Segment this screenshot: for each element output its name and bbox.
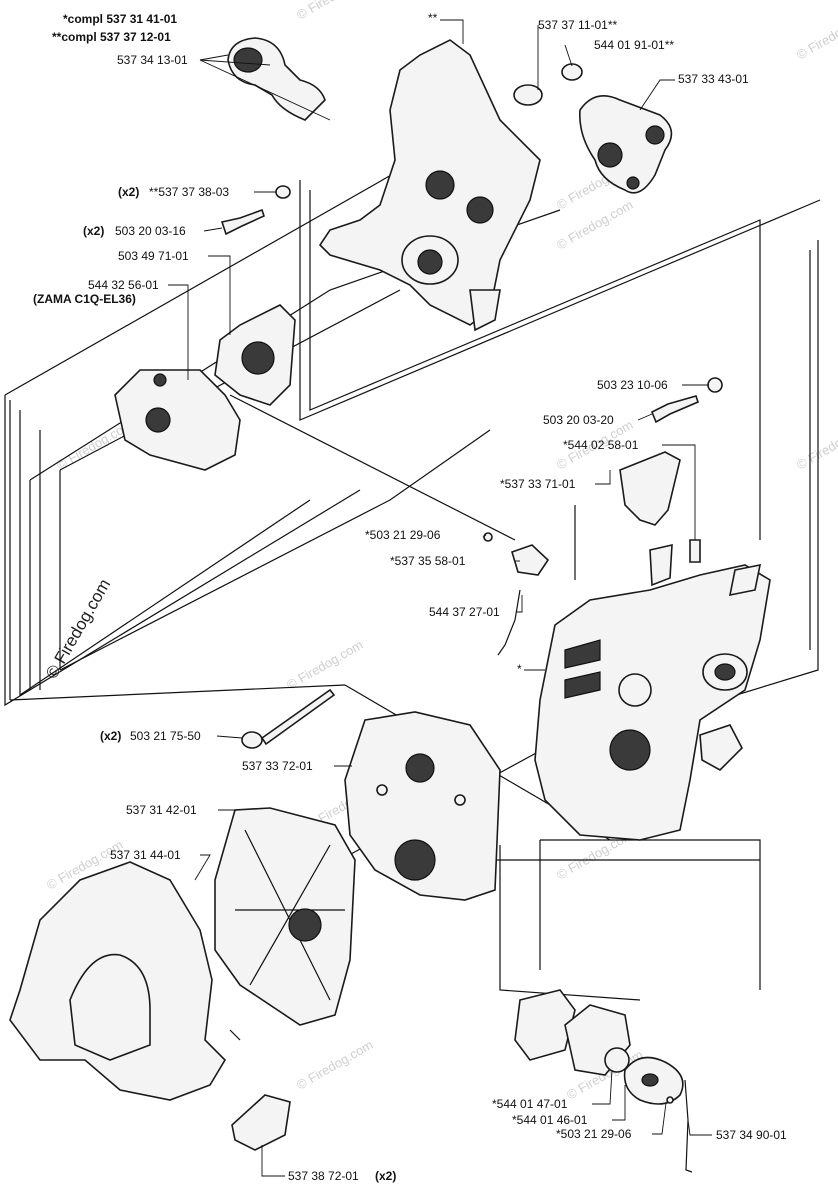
part-label: 537 31 44-01 <box>110 848 181 862</box>
leader-lines <box>168 19 712 1177</box>
gasket-flange <box>578 94 673 194</box>
part-label: 544 37 27-01 <box>429 605 500 619</box>
bolt-head <box>241 731 263 749</box>
part-label: *537 33 71-01 <box>500 477 576 491</box>
part-label: 544 01 91-01** <box>594 38 674 52</box>
choke-center <box>714 663 736 681</box>
gasket-hole <box>597 142 623 168</box>
part-label: *544 02 58-01 <box>563 438 639 452</box>
throttle-arm <box>728 563 762 597</box>
flange-hole <box>417 249 443 275</box>
air-filter-base <box>534 564 771 841</box>
part-label: 503 20 03-16 <box>115 224 186 238</box>
gasket-opening <box>241 341 275 375</box>
cover-clip <box>231 1094 291 1151</box>
part-label-star: * <box>517 662 522 676</box>
small-screw <box>666 1096 674 1104</box>
watermark: © Firedog.com <box>794 7 838 63</box>
watermark-large: © Firedog.com <box>42 576 114 682</box>
filter-frame <box>214 807 356 1026</box>
qty-label: (x2) <box>118 185 139 199</box>
cover-recess <box>69 953 151 1061</box>
small-bushing <box>561 63 583 81</box>
base-port <box>618 673 652 707</box>
filter-gasket-plate <box>344 711 501 901</box>
choke-rod <box>684 1079 693 1173</box>
part-label: **537 37 38-03 <box>149 185 229 199</box>
carburetor-throat <box>145 407 171 433</box>
part-label-star: ** <box>428 11 438 25</box>
throttle-bracket <box>511 544 550 576</box>
throttle-clip <box>689 539 701 563</box>
watermark: © Firedog.com <box>794 417 838 473</box>
carburetor <box>114 369 241 471</box>
part-label: *537 35 58-01 <box>390 554 466 568</box>
throttle-rod <box>497 589 521 656</box>
choke-plate-center <box>641 1073 659 1087</box>
throttle-lever <box>619 451 681 526</box>
watermark: © Firedog.com <box>284 637 366 693</box>
plate-hole <box>454 794 466 806</box>
part-labels: *compl 537 31 41-01 **compl 537 37 12-01… <box>33 11 787 1183</box>
part-label: *544 01 46-01 <box>512 1113 588 1127</box>
screw <box>220 208 265 236</box>
compl-label-2: **compl 537 37 12-01 <box>52 30 171 44</box>
part-drawings <box>9 37 771 1173</box>
part-label: 537 31 42-01 <box>126 803 197 817</box>
part-label: 537 34 13-01 <box>117 53 188 67</box>
throttle-link <box>649 543 673 587</box>
housing-port <box>425 170 455 200</box>
part-label: *503 21 29-06 <box>365 528 441 542</box>
part-label: 503 23 10-06 <box>597 378 668 392</box>
filter-frame-ribs <box>235 829 345 1001</box>
housing-port <box>466 196 494 224</box>
base-slot <box>564 639 601 669</box>
housing-mount <box>469 289 501 332</box>
part-label: 503 20 03-20 <box>543 413 614 427</box>
compl-label-1-prefix: *compl 537 31 41-01 <box>63 12 177 26</box>
plate-hole <box>394 839 436 881</box>
part-label: 544 32 56-01 <box>88 278 159 292</box>
qty-label: (x2) <box>83 224 104 238</box>
plate-hole <box>405 753 435 783</box>
watermark: © Firedog.com <box>294 1037 376 1093</box>
filter-frame-hole <box>288 908 322 942</box>
bushing <box>513 84 543 106</box>
small-screw <box>483 532 493 542</box>
spacer <box>275 185 291 199</box>
tube-opening <box>233 47 263 73</box>
base-slot <box>564 671 601 699</box>
screw <box>650 395 699 424</box>
long-bolt <box>260 688 336 746</box>
model-label: (ZAMA C1Q-EL36) <box>33 292 136 306</box>
small-gasket <box>514 989 576 1061</box>
washer <box>707 377 723 393</box>
part-label: 537 38 72-01 <box>288 1169 359 1183</box>
base-port <box>609 729 651 771</box>
part-label: 537 37 11-01** <box>538 18 618 32</box>
part-label: *544 01 47-01 <box>492 1097 568 1111</box>
choke-tab <box>699 724 743 771</box>
qty-label: (x2) <box>375 1169 396 1183</box>
gasket-hole <box>645 125 665 145</box>
part-label: 537 33 72-01 <box>242 759 313 773</box>
part-label: *503 21 29-06 <box>556 1127 632 1141</box>
part-label: 503 49 71-01 <box>118 249 189 263</box>
part-label: 537 34 90-01 <box>716 1128 787 1142</box>
watermark: © Firedog.com <box>294 0 376 23</box>
plate-hole <box>376 784 388 796</box>
part-label: 503 21 75-50 <box>130 729 201 743</box>
gasket-hole <box>626 176 640 190</box>
seal-ring <box>604 1047 630 1073</box>
part-label: 537 33 43-01 <box>678 72 749 86</box>
qty-label: (x2) <box>100 729 121 743</box>
carburetor-fitting <box>153 373 167 387</box>
